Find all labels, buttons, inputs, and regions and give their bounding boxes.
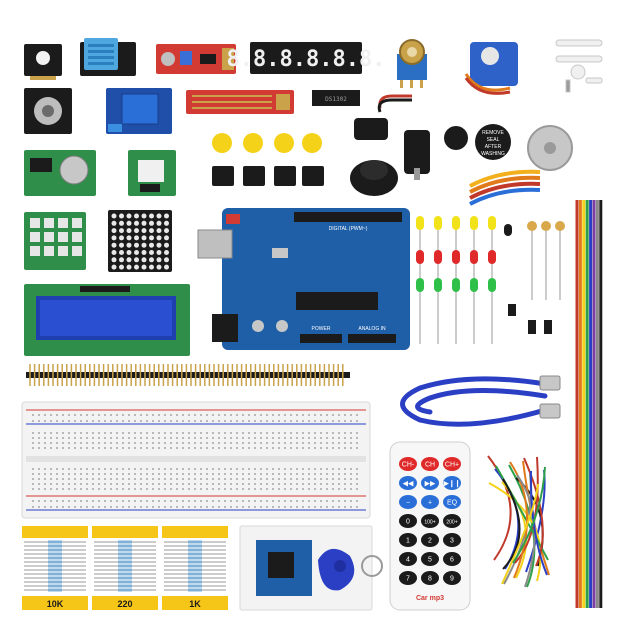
remote-key-label: 3	[450, 538, 454, 545]
remote-key-label: 200+	[446, 520, 457, 526]
remote-key-label: ▶▶	[425, 481, 436, 488]
uno-power-label: POWER	[312, 326, 331, 332]
remote-key: CH+	[443, 457, 461, 471]
remote-key: 200+	[443, 514, 461, 528]
remote-key-label: 7	[406, 576, 410, 583]
buzzer-sticker-line3: AFTER	[485, 144, 502, 150]
remote-key-label: −	[406, 500, 410, 507]
remote-key: 6	[443, 552, 461, 566]
remote-key: 9	[443, 571, 461, 585]
rtc-module	[24, 150, 96, 196]
remote-brand: Car mp3	[416, 595, 444, 602]
remote-key-label: 100+	[424, 520, 435, 526]
remote-key: −	[399, 495, 417, 509]
remote-key-label: EQ	[447, 500, 458, 507]
remote-key-label: 0	[406, 519, 410, 526]
remote-key: 4	[399, 552, 417, 566]
ic-chip: DS1302	[312, 90, 360, 106]
ic-chip-label: DS1302	[325, 96, 347, 103]
jumper-wires	[487, 455, 550, 588]
stepper-motor	[469, 125, 573, 206]
resistor-label-1k: 1K	[189, 599, 201, 609]
joystick-cap	[350, 160, 398, 196]
remote-key: ▶▶	[421, 476, 439, 490]
relay-module	[106, 88, 172, 134]
photoresistors	[527, 221, 565, 300]
remote-key: 0	[399, 514, 417, 528]
resistor-pack-10k: 10K	[22, 526, 88, 610]
remote-key-label: 8	[428, 576, 432, 583]
remote-key: 1	[399, 533, 417, 547]
battery-clip	[354, 94, 430, 180]
keypad-module	[24, 212, 86, 270]
remote-key-label: ◀◀	[403, 481, 414, 488]
remote-key: ◀◀	[399, 476, 417, 490]
remote-key-label: 5	[428, 557, 432, 564]
remote-key-label: 6	[450, 557, 454, 564]
remote-key: 5	[421, 552, 439, 566]
remote-key-label: 2	[428, 538, 432, 545]
water-level-sensor	[186, 90, 294, 114]
led-matrix	[108, 210, 172, 272]
ir-remote: CH- CH CH+ ◀◀ ▶▶ ▶❙❙ − + EQ 0 100+ 200+ 1 2 3 4 5 6 7 8 9 Ca…	[389, 441, 471, 611]
resistor-pack-1k: 1K	[162, 526, 228, 610]
led-set	[416, 216, 552, 344]
rfid-module	[239, 525, 383, 611]
remote-key-label: 9	[450, 576, 454, 583]
remote-key-label: ▶❙❙	[443, 480, 460, 488]
pin-header-strip	[26, 364, 350, 386]
remote-key-label: +	[428, 500, 432, 507]
dupont-ribbon	[575, 200, 603, 608]
remote-key: CH-	[399, 457, 417, 471]
joystick-module	[24, 88, 72, 134]
buzzer-sticker-line4: WASHING	[481, 151, 505, 157]
resistor-label-10k: 10K	[47, 599, 64, 609]
lcd-module	[24, 284, 190, 356]
remote-key-label: 1	[406, 538, 410, 545]
dht11-sensor	[80, 38, 136, 76]
ky-module-black	[24, 44, 62, 80]
remote-key: CH	[421, 457, 439, 471]
seven-segment-digits: 8.8.8.8.8.8.	[227, 47, 386, 72]
uno-digital-label: DIGITAL (PWM~)	[329, 226, 368, 232]
stepper-driver-board	[128, 150, 176, 196]
resistor-label-220: 220	[117, 599, 132, 609]
buzzer-sticker-line2: SEAL	[487, 137, 500, 143]
resistor-pack-220: 220	[92, 526, 158, 610]
uno-analog-label: ANALOG IN	[358, 326, 386, 332]
servo-horns	[555, 39, 603, 93]
remote-key: 7	[399, 571, 417, 585]
remote-key-label: 4	[406, 557, 410, 564]
remote-key: ▶❙❙	[443, 476, 461, 490]
remote-key-label: CH	[425, 462, 435, 469]
remote-key-label: CH-	[402, 462, 415, 469]
tactile-buttons	[212, 166, 324, 186]
buzzer-sticker-line1: REMOVE	[482, 130, 504, 136]
remote-key: +	[421, 495, 439, 509]
arduino-uno-board: DIGITAL (PWM~) POWER ANALOG IN	[197, 208, 410, 350]
remote-key: 2	[421, 533, 439, 547]
breadboard	[21, 401, 371, 519]
servo-motor	[464, 42, 518, 95]
sound-sensor-module	[156, 44, 236, 74]
remote-key: 100+	[421, 514, 439, 528]
buzzer: REMOVE SEAL AFTER WASHING	[444, 124, 511, 160]
usb-cable	[400, 375, 561, 427]
remote-key-label: CH+	[445, 462, 459, 469]
yellow-button-caps	[212, 133, 322, 153]
remote-key: 3	[443, 533, 461, 547]
seven-segment-display: 8.8.8.8.8.8.	[227, 42, 386, 74]
potentiometer	[397, 39, 427, 88]
remote-key: EQ	[443, 495, 461, 509]
remote-key: 8	[421, 571, 439, 585]
